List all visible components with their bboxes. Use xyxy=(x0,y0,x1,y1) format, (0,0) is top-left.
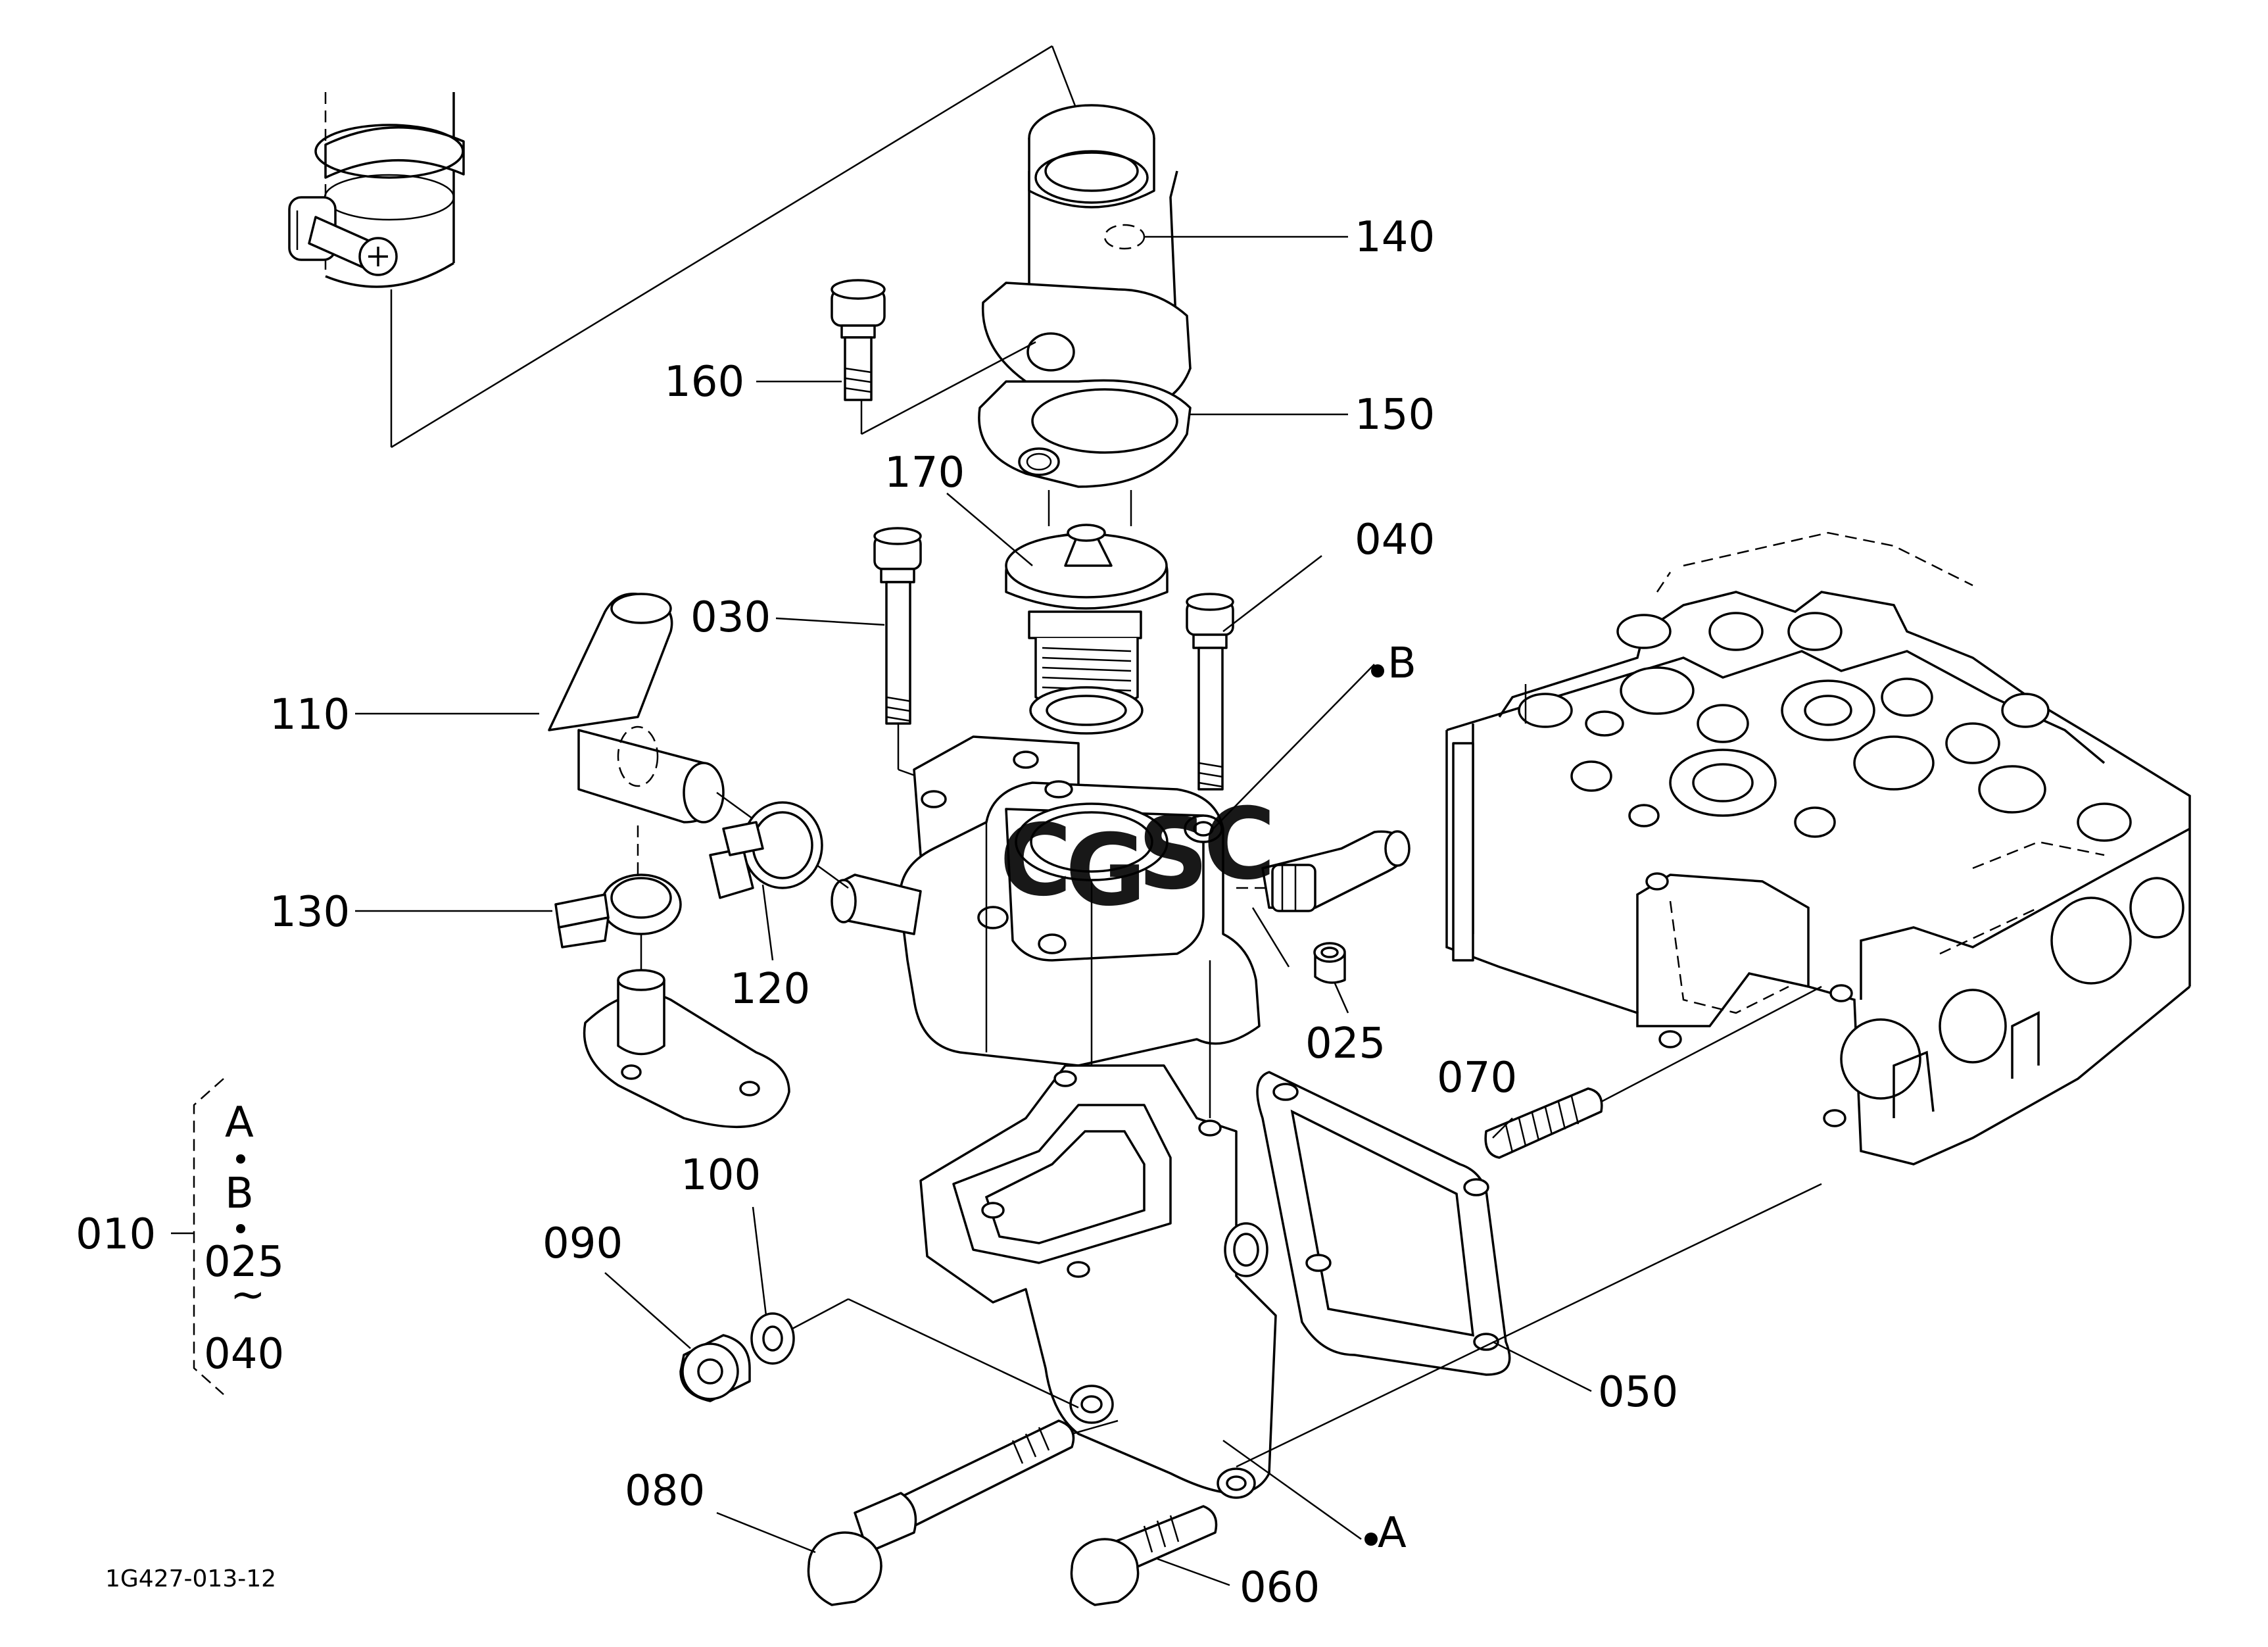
group-item-range: ~ xyxy=(230,1271,266,1319)
assembly-group-010: 010 A B 025 ~ 040 xyxy=(76,1078,284,1395)
ref-label-a: A xyxy=(1378,1509,1407,1558)
stud-070-illustration xyxy=(1484,985,1822,1159)
label-130: 130 xyxy=(270,888,350,937)
group-label-010: 010 xyxy=(76,1210,156,1259)
label-090: 090 xyxy=(543,1219,623,1268)
label-120: 120 xyxy=(730,965,810,1014)
label-030: 030 xyxy=(690,593,771,642)
thermostat-housing-illustration xyxy=(898,735,1261,1118)
upper-hose-clamp-illustration xyxy=(288,92,465,288)
label-100: 100 xyxy=(681,1151,761,1200)
hose-clamp-130-illustration xyxy=(554,825,682,948)
thermostat-illustration xyxy=(1005,490,1169,735)
water-pipe-flange-illustration xyxy=(583,934,790,1129)
thermostat-gasket-illustration xyxy=(978,379,1192,488)
label-040: 040 xyxy=(1355,516,1435,564)
group-dot-1 xyxy=(236,1154,245,1164)
bolt-060-illustration xyxy=(1070,1505,1218,1606)
label-050: 050 xyxy=(1598,1368,1678,1417)
watermark-letter-1: C xyxy=(1000,804,1072,918)
drawing-code: 1G427-013-12 xyxy=(105,1565,276,1592)
bolt-160-illustration xyxy=(831,279,1036,435)
label-080: 080 xyxy=(625,1467,705,1515)
group-item-040: 040 xyxy=(204,1330,284,1379)
watermark-letter-3: S xyxy=(1138,797,1209,912)
water-flange-lower-illustration xyxy=(919,1064,1277,1499)
label-leader-lines xyxy=(355,235,1822,1586)
thermostat-cover-illustration xyxy=(981,104,1192,412)
watermark: C G S C xyxy=(1000,787,1276,928)
label-170: 170 xyxy=(884,449,965,497)
group-dot-2 xyxy=(236,1224,245,1233)
ref-point-a xyxy=(1364,1533,1378,1546)
label-150: 150 xyxy=(1355,391,1435,439)
bolt-040-illustration xyxy=(1186,593,1234,791)
cylinder-head-illustration xyxy=(1445,531,2191,1166)
label-070: 070 xyxy=(1437,1054,1517,1102)
label-140: 140 xyxy=(1355,213,1435,262)
bypass-pipe-illustration xyxy=(831,873,922,935)
watermark-letter-4: C xyxy=(1203,787,1276,902)
gasket-050-illustration xyxy=(1256,1071,1511,1376)
label-110: 110 xyxy=(270,691,350,739)
ref-label-b: B xyxy=(1387,639,1416,688)
washer-100-illustration xyxy=(750,1298,1079,1409)
label-060: 060 xyxy=(1240,1563,1320,1612)
hose-clamp-120-illustration xyxy=(709,801,823,899)
bolt-080-illustration xyxy=(807,1419,1119,1606)
part-labels: 140 150 160 170 040 030 110 130 120 025 … xyxy=(270,213,1678,1612)
bolt-030-illustration xyxy=(873,527,954,791)
plug-025-illustration xyxy=(1251,907,1346,984)
bypass-hose-illustration xyxy=(548,593,849,889)
ref-point-b xyxy=(1371,664,1384,677)
watermark-letter-2: G xyxy=(1065,814,1146,928)
group-item-b: B xyxy=(225,1169,254,1218)
label-025: 025 xyxy=(1305,1020,1386,1068)
group-item-a: A xyxy=(225,1098,254,1147)
label-160: 160 xyxy=(664,358,744,406)
group-item-025: 025 xyxy=(204,1238,284,1287)
nut-090-illustration xyxy=(679,1334,751,1402)
side-fitting-illustration xyxy=(1236,830,1411,912)
